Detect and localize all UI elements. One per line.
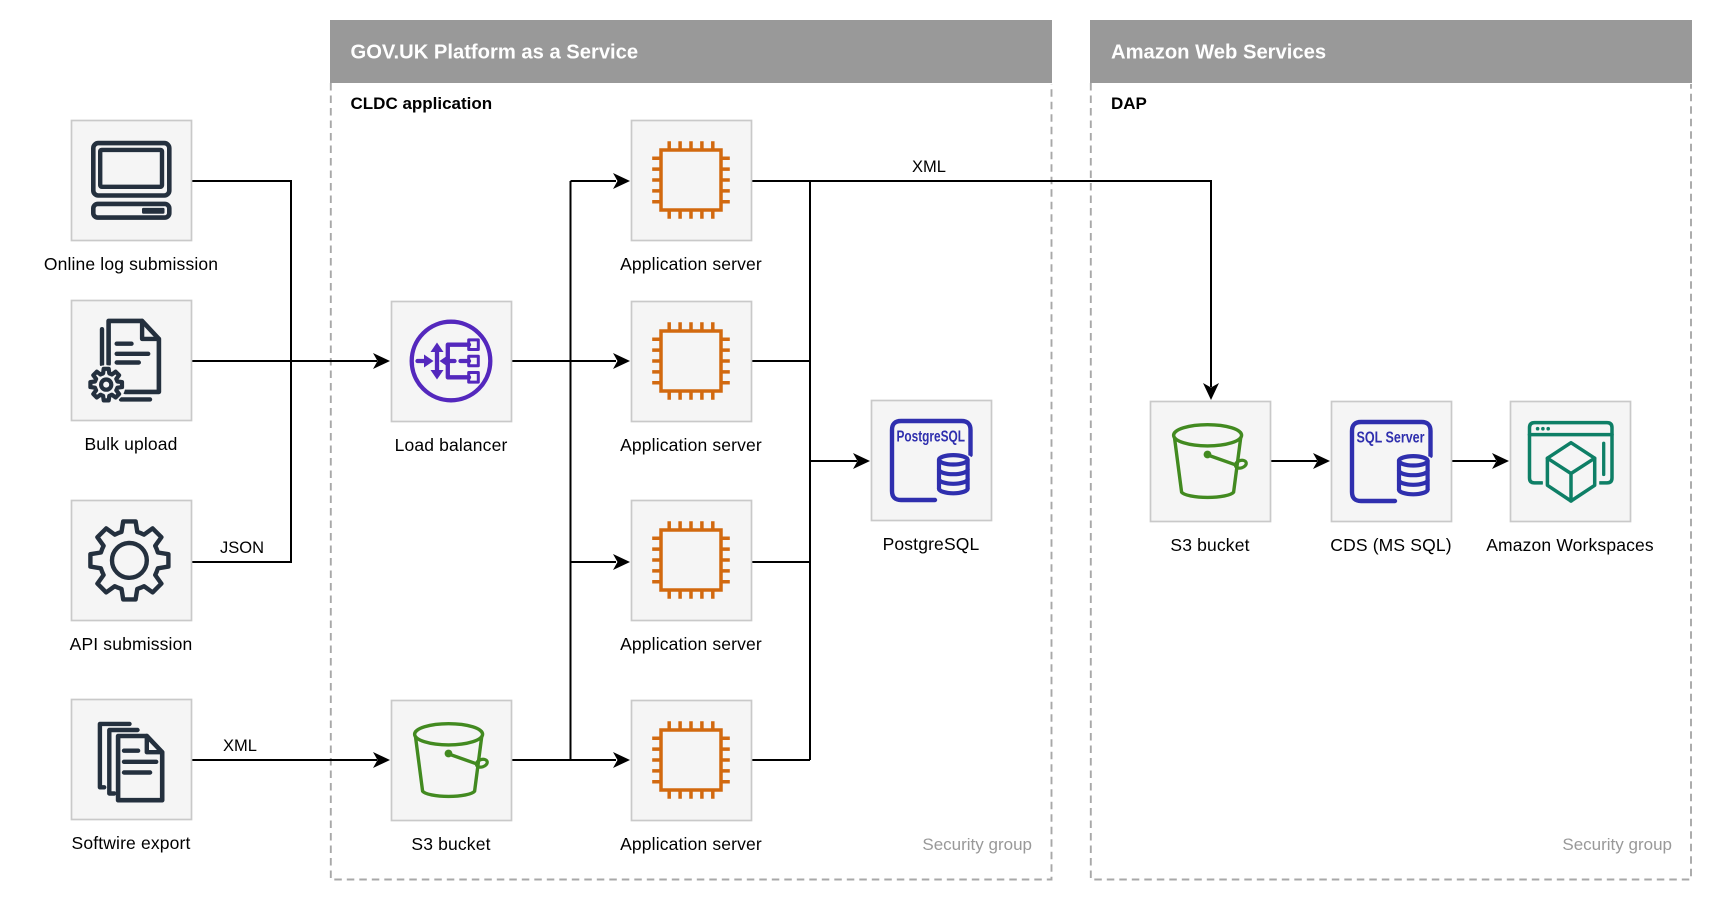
svg-text:Application server: Application server bbox=[620, 254, 762, 274]
svg-text:CDS (MS SQL): CDS (MS SQL) bbox=[1330, 535, 1451, 555]
svg-text:Online log submission: Online log submission bbox=[44, 254, 218, 274]
svg-text:XML: XML bbox=[223, 737, 257, 755]
svg-text:S3 bucket: S3 bucket bbox=[411, 834, 490, 854]
svg-text:Application server: Application server bbox=[620, 834, 762, 854]
svg-text:PostgreSQL: PostgreSQL bbox=[883, 534, 980, 554]
svg-text:Security group: Security group bbox=[1562, 835, 1672, 854]
svg-text:Application server: Application server bbox=[620, 634, 762, 654]
svg-text:S3 bucket: S3 bucket bbox=[1170, 535, 1249, 555]
svg-text:Load balancer: Load balancer bbox=[395, 435, 508, 455]
svg-text:Amazon Workspaces: Amazon Workspaces bbox=[1486, 535, 1654, 555]
svg-text:Bulk upload: Bulk upload bbox=[84, 434, 177, 454]
svg-text:PostgreSQL: PostgreSQL bbox=[897, 429, 966, 446]
svg-text:Amazon Web Services: Amazon Web Services bbox=[1111, 42, 1326, 64]
svg-text:CLDC application: CLDC application bbox=[351, 94, 493, 113]
svg-text:Application server: Application server bbox=[620, 435, 762, 455]
svg-text:GOV.UK Platform as a Service: GOV.UK Platform as a Service bbox=[351, 42, 639, 64]
svg-text:Softwire export: Softwire export bbox=[72, 833, 191, 853]
svg-text:JSON: JSON bbox=[220, 539, 264, 557]
svg-text:XML: XML bbox=[912, 158, 946, 176]
svg-text:Security group: Security group bbox=[922, 835, 1032, 854]
svg-text:SQL Server: SQL Server bbox=[1357, 430, 1425, 447]
svg-text:DAP: DAP bbox=[1111, 94, 1147, 113]
svg-text:API submission: API submission bbox=[70, 634, 193, 654]
